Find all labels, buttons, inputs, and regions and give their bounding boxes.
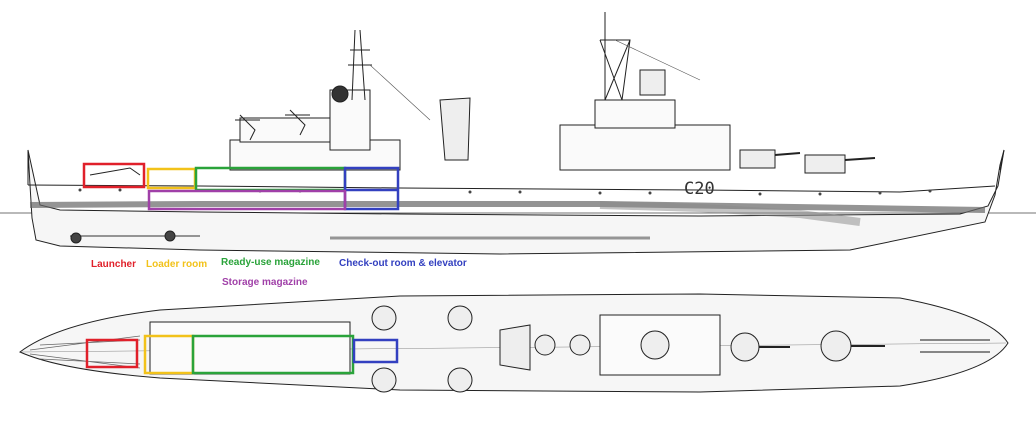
hull-number: C20 xyxy=(684,179,715,199)
legend-ready-use-magazine: Ready-use magazine xyxy=(221,257,320,268)
legend-launcher: Launcher xyxy=(91,259,137,270)
funnel xyxy=(439,97,471,161)
legend-loader-room: Loader room xyxy=(146,259,208,270)
legend-checkout-room: Check-out room & elevator xyxy=(339,258,467,269)
storage-box-side xyxy=(147,189,347,211)
checkout-box-plan xyxy=(352,338,399,364)
launcher-box-plan xyxy=(85,338,139,369)
checkout-box-side xyxy=(343,166,400,211)
top-plan-view xyxy=(19,293,1009,393)
legend-storage-magazine: Storage magazine xyxy=(222,277,308,288)
loader-box-side xyxy=(146,167,197,190)
side-hull xyxy=(27,149,1005,255)
plan-highlights xyxy=(85,334,399,375)
side-highlights xyxy=(82,162,400,211)
launcher-box-side xyxy=(82,162,146,189)
side-profile-view: C20 xyxy=(0,12,1036,255)
boot-stripe xyxy=(29,201,986,213)
